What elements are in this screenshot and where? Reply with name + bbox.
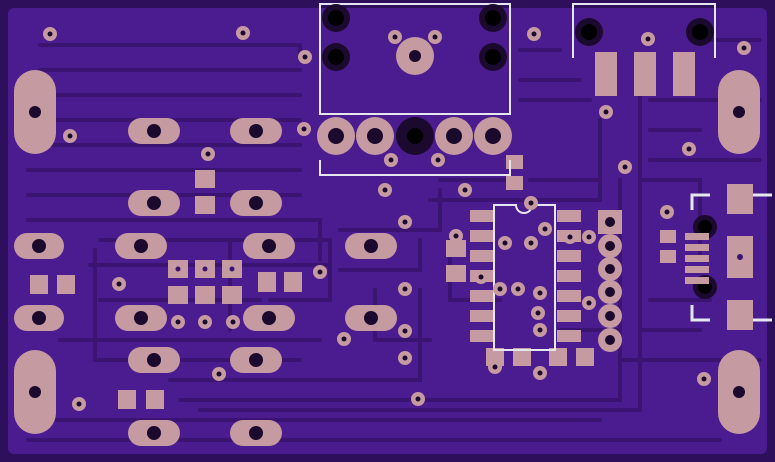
oval-pad-holes: [32, 124, 378, 440]
top-connector: [317, 3, 512, 176]
mounting-pads: [14, 70, 760, 434]
smd-pads: [30, 155, 676, 409]
regulator: [572, 3, 716, 96]
ic-outline: [493, 204, 556, 351]
vias: [43, 26, 751, 411]
usb-connector: [685, 184, 772, 330]
smd-pad-vias: [175, 266, 235, 272]
oval-pads: [14, 118, 397, 446]
pin-header: [598, 210, 622, 352]
